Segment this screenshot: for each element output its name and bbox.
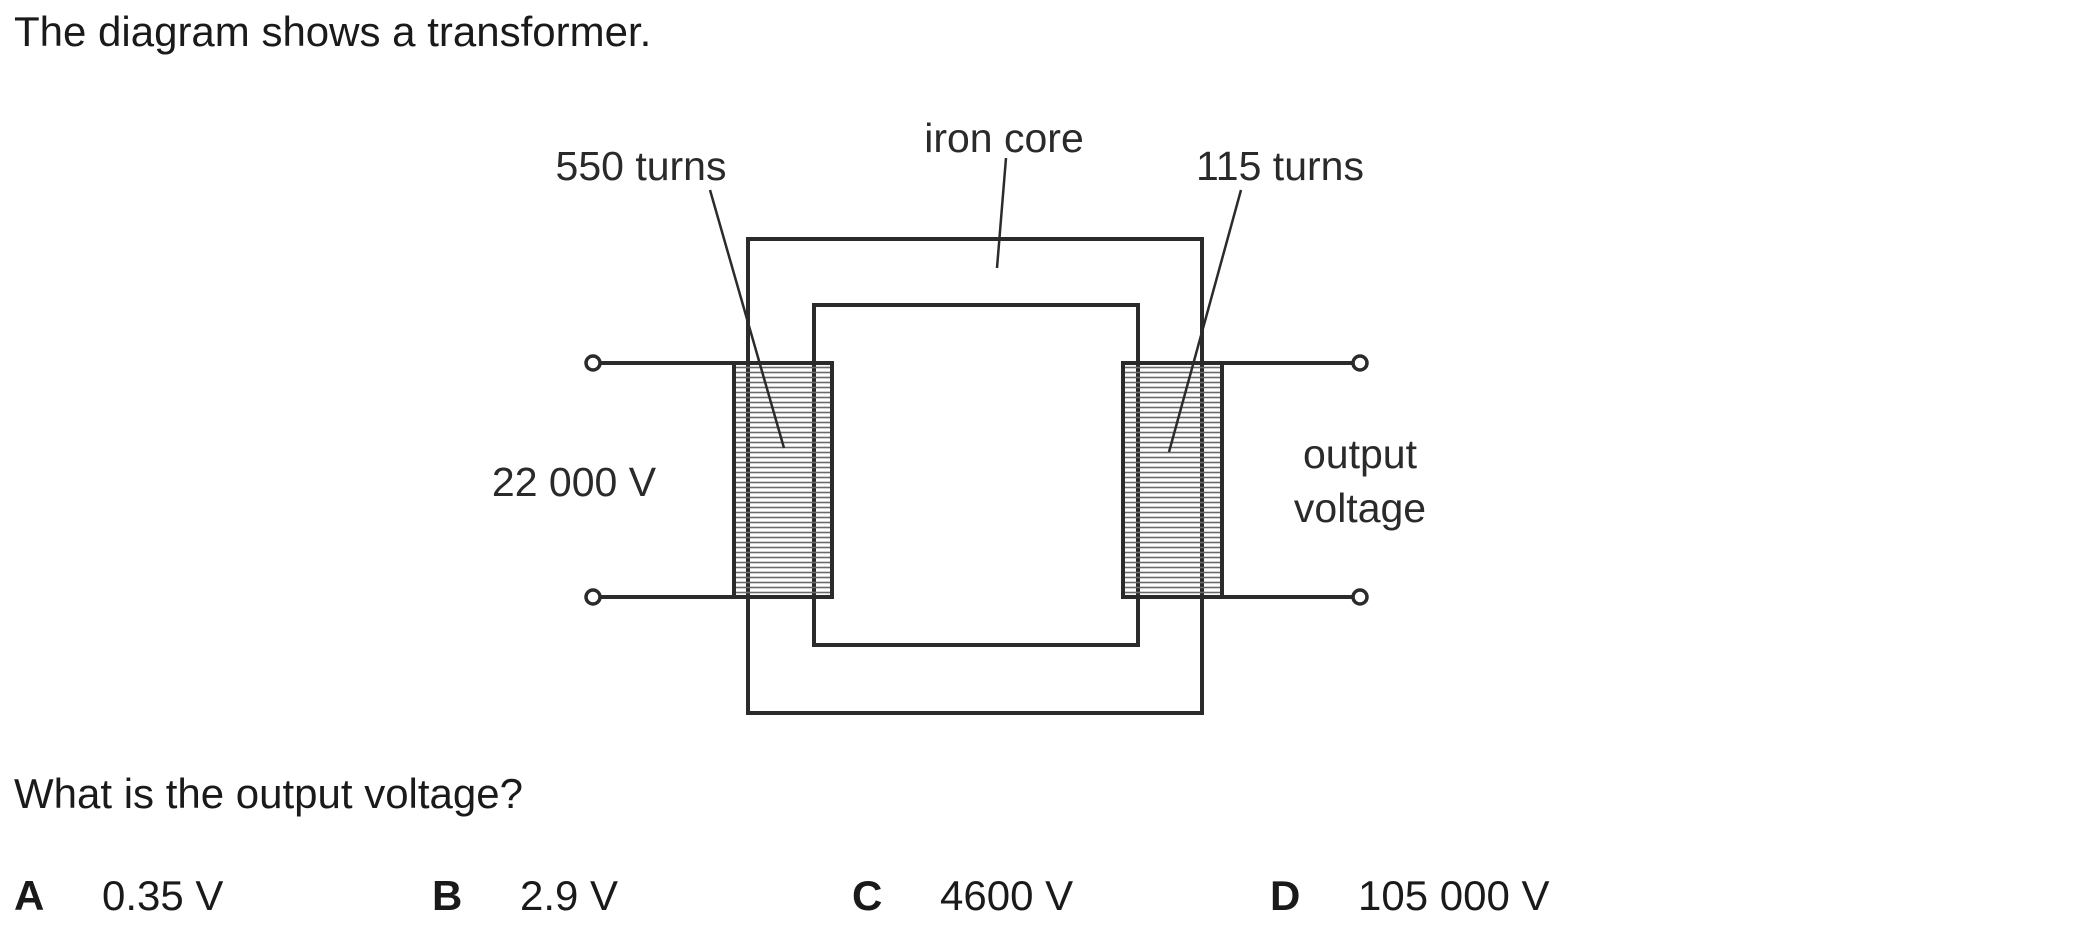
- option-d[interactable]: D 105 000 V: [1270, 870, 1550, 922]
- primary-coil: [732, 361, 834, 599]
- output-terminal-top: [1351, 354, 1369, 372]
- secondary-coil: [1121, 361, 1224, 599]
- option-c[interactable]: C 4600 V: [852, 870, 1073, 922]
- option-a[interactable]: A 0.35 V: [14, 870, 223, 922]
- secondary-turns-leader: [1167, 189, 1243, 453]
- question-prompt: What is the output voltage?: [14, 770, 523, 817]
- core-label: iron core: [924, 115, 1084, 161]
- question-intro: The diagram shows a transformer.: [14, 8, 652, 55]
- input-terminal-top: [584, 354, 602, 372]
- iron-core-inner: [812, 303, 1140, 647]
- output-terminal-bottom: [1351, 588, 1369, 606]
- secondary-turns-label: 115 turns: [1196, 143, 1364, 189]
- option-letter: D: [1270, 872, 1301, 919]
- option-letter: C: [852, 872, 883, 919]
- primary-turns-leader: [708, 189, 786, 449]
- option-letter: A: [14, 872, 45, 919]
- option-b[interactable]: B 2.9 V: [432, 870, 618, 922]
- input-voltage-label: 22 000 V: [492, 459, 657, 505]
- option-value: 2.9 V: [520, 872, 619, 919]
- output-voltage-label-line2: voltage: [1294, 485, 1426, 531]
- core-leader: [995, 157, 1008, 269]
- primary-turns-label: 550 turns: [556, 143, 727, 189]
- option-value: 0.35 V: [102, 872, 224, 919]
- option-letter: B: [432, 872, 463, 919]
- option-value: 4600 V: [940, 872, 1074, 919]
- input-terminal-bottom: [584, 588, 602, 606]
- option-value: 105 000 V: [1358, 872, 1550, 919]
- output-voltage-label-line1: output: [1303, 431, 1418, 477]
